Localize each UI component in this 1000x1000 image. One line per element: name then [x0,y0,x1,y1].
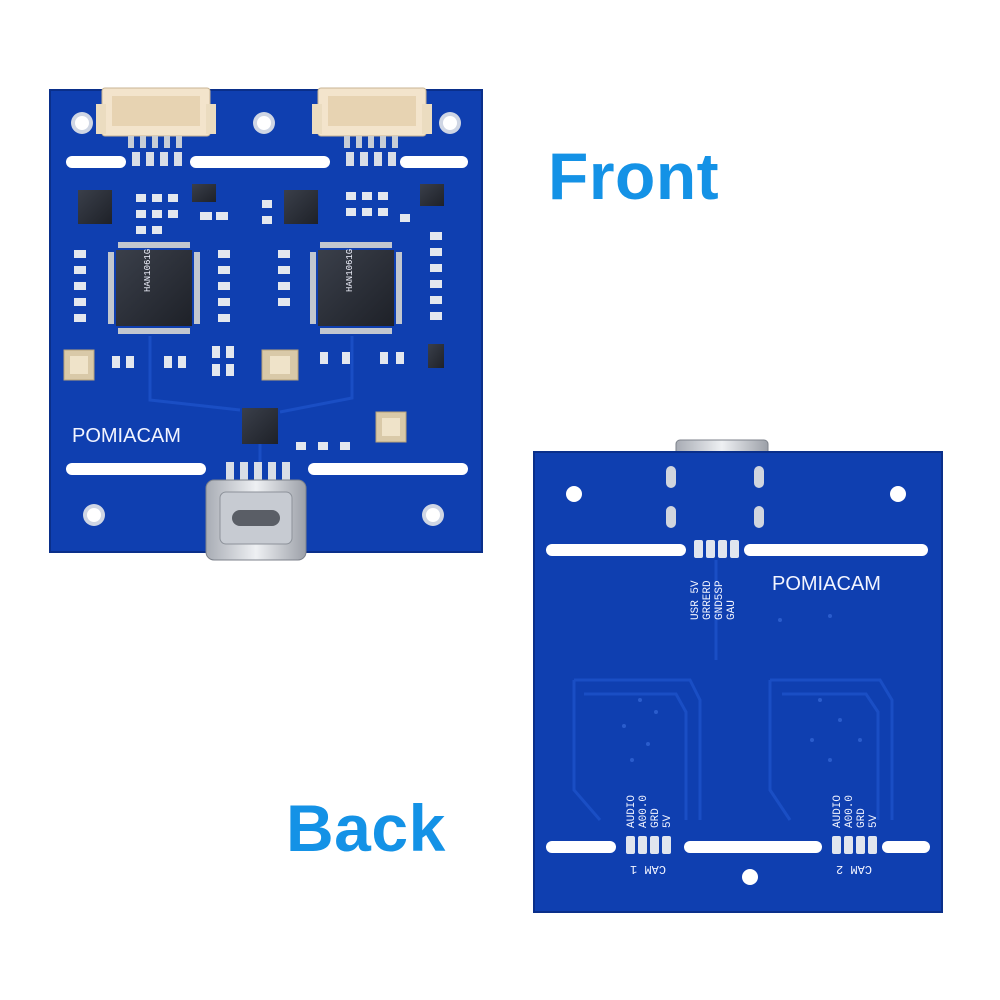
chip-marking-1: HAN1061G [143,249,153,292]
svg-text:AUDIO: AUDIO [832,795,844,828]
back-cam2-pin-labels: AUDIO A00.0 GRD 5V [832,795,880,828]
back-label: Back [286,791,446,865]
back-cam1-pin-labels: AUDIO A00.0 GRD 5V [626,795,674,828]
front-hub-ic [242,408,278,444]
svg-text:GRD: GRD [856,808,868,828]
back-brand: POMIACAM [772,573,881,595]
svg-text:A00.0: A00.0 [844,795,856,828]
back-top-pin-labels: USR 5V GRRERD GND5SP GAU [690,580,738,620]
front-usb-c-port [205,462,307,561]
svg-text:AUDIO: AUDIO [626,795,638,828]
front-connector-left [96,87,216,137]
svg-text:5V: 5V [662,814,674,828]
svg-text:GND5SP: GND5SP [714,580,726,620]
back-cam2-label: CAM 2 [836,862,872,876]
front-brand: POMIACAM [72,425,181,447]
front-connector-right [312,87,432,137]
front-board: HAN1061G HAN1061G [49,87,483,561]
back-cam1-label: CAM 1 [630,862,666,876]
svg-text:5V: 5V [868,814,880,828]
front-small-ic-2 [284,190,318,224]
svg-text:USR 5V: USR 5V [690,580,702,620]
back-board: USR 5V GRRERD GND5SP GAU POMIACAM AUDIO … [533,439,943,913]
svg-text:GRD: GRD [650,808,662,828]
front-main-chip-1: HAN1061G [108,242,200,334]
svg-text:A00.0: A00.0 [638,795,650,828]
front-small-ic-1 [78,190,112,224]
svg-text:GRRERD: GRRERD [702,580,714,620]
chip-marking-2: HAN1061G [345,249,355,292]
front-label: Front [548,139,720,213]
svg-text:GAU: GAU [726,600,738,620]
back-pcb [534,452,942,912]
front-mounting-holes [71,112,461,526]
front-main-chip-2: HAN1061G [310,242,402,334]
